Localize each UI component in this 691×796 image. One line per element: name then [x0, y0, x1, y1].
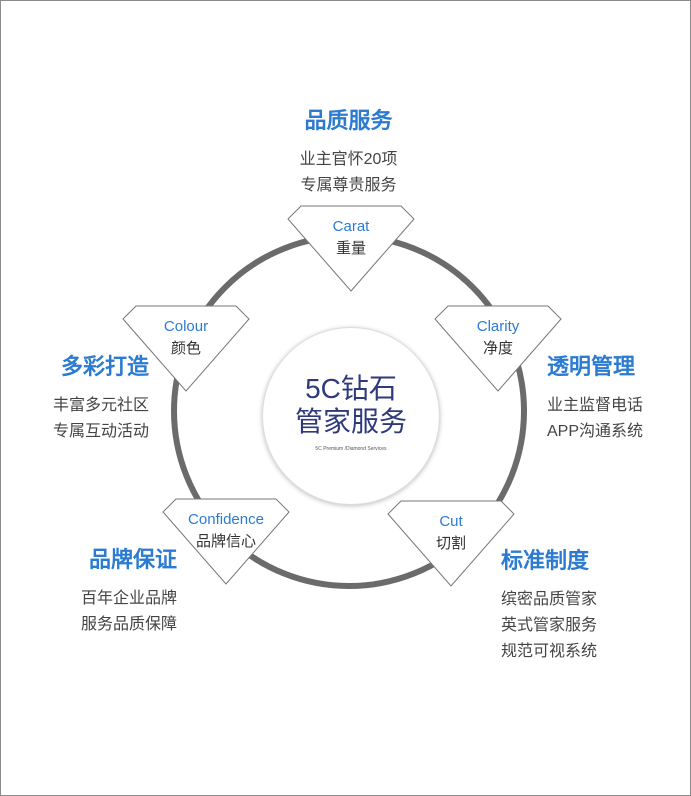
diamond-label-en: Carat [332, 218, 370, 235]
diamond-colour: Colour 颜色 [122, 305, 250, 393]
center-title-line1: 5C钻石 [305, 373, 397, 404]
block-title: 品牌保证 [88, 547, 177, 572]
diamond-confidence: Confidence 品牌信心 [162, 498, 290, 586]
diamond-label-cn: 切割 [435, 535, 466, 552]
center-circle: 5C钻石 管家服务 5C Premium /Diamond Services [262, 327, 440, 505]
block-line: 专属互动活动 [52, 423, 149, 440]
block-line: 英式管家服务 [501, 617, 598, 634]
diamond-label-en: Clarity [476, 318, 520, 335]
block-line: 专属尊贵服务 [300, 177, 397, 194]
block-line: 服务品质保障 [80, 616, 177, 633]
block-line: 业主官怀20项 [299, 151, 398, 168]
block-brand-guarantee: 品牌保证 百年企业品牌 服务品质保障 [67, 542, 177, 638]
block-line: APP沟通系统 [547, 423, 644, 440]
diamond-label-cn: 重量 [335, 240, 366, 257]
diamond-icon [162, 498, 290, 585]
diamond-label-cn: 净度 [482, 340, 513, 357]
diamond-label-en: Cut [439, 513, 463, 530]
block-quality-service: 品质服务 业主官怀20项 专属尊贵服务 [291, 103, 406, 199]
block-standard-system: 标准制度 缤密品质管家 英式管家服务 规范可视系统 [501, 543, 597, 665]
block-title: 标准制度 [501, 548, 590, 573]
diamond-icon [434, 305, 562, 392]
block-title: 多彩打造 [60, 354, 149, 379]
diamond-label-en: Colour [163, 318, 209, 335]
diamond-clarity: Clarity 净度 [434, 305, 562, 393]
diamond-label-cn: 颜色 [170, 340, 201, 357]
diamond-icon [122, 305, 250, 392]
block-line: 丰富多元社区 [52, 397, 149, 414]
diamond-icon [287, 205, 415, 292]
block-title: 透明管理 [547, 354, 636, 379]
diamond-label-en: Confidence [188, 511, 264, 528]
block-line: 缤密品质管家 [501, 591, 598, 608]
block-line: 百年企业品牌 [80, 590, 177, 607]
block-colorful: 多彩打造 丰富多元社区 专属互动活动 [39, 349, 149, 445]
block-title: 品质服务 [304, 108, 393, 133]
block-transparent-management: 透明管理 业主监督电话 APP沟通系统 [547, 349, 643, 445]
diamond-carat: Carat 重量 [287, 205, 415, 293]
center-subtitle: 5C Premium /Diamond Services [315, 446, 387, 452]
diamond-label-cn: 品牌信心 [195, 533, 256, 550]
block-line: 规范可视系统 [501, 643, 598, 660]
diamond-icon [387, 500, 515, 587]
block-line: 业主监督电话 [547, 397, 644, 414]
diamond-cut: Cut 切割 [387, 500, 515, 588]
center-title-line2: 管家服务 [294, 406, 407, 437]
